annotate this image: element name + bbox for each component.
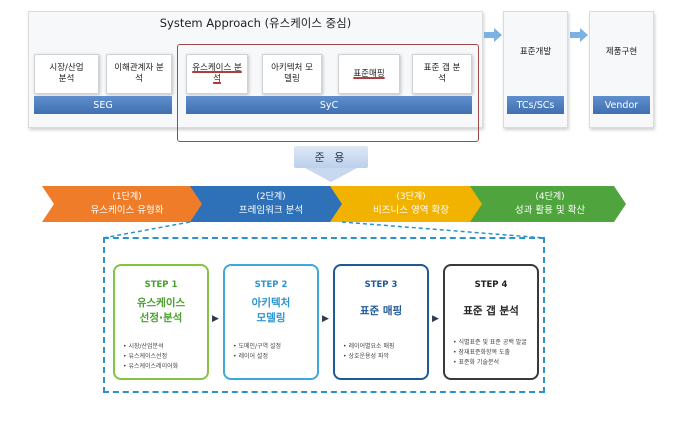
stage-2-chevron [190, 186, 348, 222]
stage-4: (4단계) 성과 활용 및 확산 [484, 186, 616, 222]
apply-label: 준 용 [314, 151, 348, 164]
step-4-card: STEP 4 표준 갭 분석 식별표준 및 표준 공백 발굴 잠재표준화항목 도… [443, 264, 539, 380]
syc-card-mapping-label: 표준매핑 [353, 68, 385, 79]
stage-4-name: 성과 활용 및 확산 [514, 205, 586, 216]
stage-1-chevron [42, 186, 208, 222]
step-1-bullets: 시장/산업분석 유스케이스선정 유스케이스레이어화 [123, 342, 209, 372]
stage-3-step: (3단계) [396, 192, 426, 202]
vendor-title: 제품구현 [605, 47, 638, 57]
step-2-bullets: 도메인/구역 설정 레이어 설정 [233, 342, 319, 362]
syc-card-gap: 표준 갭 분석 [412, 54, 472, 94]
step-2-title-line-2: 모델링 [256, 312, 286, 324]
down-arrow-icon [305, 168, 357, 182]
step-2-bullet: 도메인/구역 설정 [233, 342, 319, 352]
seg-card-market: 시장/산업 분석 [34, 54, 99, 94]
step-arrow-icon: ▶ [432, 314, 439, 324]
step-2-title-line-1: 아키텍처 [251, 297, 291, 309]
step-1-title-line-2: 선정·분석 [139, 312, 183, 324]
step-3-number: STEP 3 [364, 280, 398, 290]
step-2-number: STEP 2 [254, 280, 288, 290]
step-3-bullet: 상호운용성 파악 [343, 352, 429, 362]
right-arrow-icon [570, 28, 588, 42]
stage-3-name: 비즈니스 영역 확장 [373, 205, 449, 216]
vendor-panel: 제품구현 Vendor [589, 11, 654, 128]
syc-card-usecase-label: 유스케이스 분석 [192, 63, 242, 84]
stage-4-step: (4단계) [535, 192, 565, 202]
syc-bar-label: SyC [319, 99, 339, 111]
stage-1: (1단계) 유스케이스 유형화 [56, 186, 198, 222]
step-1-bullet: 시장/산업분석 [123, 342, 209, 352]
step-2-card: STEP 2 아키텍처 모델링 도메인/구역 설정 레이어 설정 [223, 264, 319, 380]
right-arrow-icon [484, 28, 502, 42]
step-1-card: STEP 1 유스케이스 선정·분석 시장/산업분석 유스케이스선정 유스케이스… [113, 264, 209, 380]
step-1-number: STEP 1 [144, 280, 178, 290]
stage-2-name: 프레임워크 분석 [238, 205, 304, 216]
step-4-title: 표준 갭 분석 [445, 304, 537, 319]
step-2-title: 아키텍처 모델링 [225, 296, 317, 326]
stage-3: (3단계) 비즈니스 영역 확장 [344, 186, 478, 222]
vendor-bar: Vendor [593, 96, 650, 114]
step-2-bullet: 레이어 설정 [233, 352, 319, 362]
syc-highlight-frame [177, 44, 479, 142]
step-4-bullet: 식별표준 및 표준 공백 발굴 [453, 338, 539, 348]
step-4-bullet: 잠재표준화항목 도출 [453, 348, 539, 358]
tcs-bar: TCs/SCs [507, 96, 564, 114]
syc-card-gap-label: 표준 갭 분석 [423, 63, 461, 84]
stage-4-chevron [470, 186, 626, 222]
stage-2-detail-frame [103, 237, 545, 393]
system-approach-title: System Approach (유스케이스 중심) [159, 16, 352, 30]
syc-card-architecture-label: 아키텍처 모델링 [271, 63, 313, 84]
seg-card-stakeholder-label: 이해관계자 분석 [114, 63, 164, 84]
step-3-bullet: 레이어별요소 매핑 [343, 342, 429, 352]
stage-2-step: (2단계) [256, 192, 286, 202]
tcs-title: 표준개발 [519, 47, 552, 57]
step-3-card: STEP 3 표준 매핑 레이어별요소 매핑 상호운용성 파악 [333, 264, 429, 380]
stage-2: (2단계) 프레임워크 분석 [204, 186, 338, 222]
stage-3-chevron [330, 186, 488, 222]
step-1-bullet: 유스케이스선정 [123, 352, 209, 362]
syc-bar: SyC [186, 96, 472, 114]
step-4-number: STEP 4 [474, 280, 508, 290]
syc-card-usecase: 유스케이스 분석 [186, 54, 248, 94]
step-4-title-line-1: 표준 갭 분석 [463, 305, 519, 317]
apply-label-box: 준 용 [294, 146, 368, 168]
seg-card-stakeholder: 이해관계자 분석 [106, 54, 172, 94]
seg-bar-label: SEG [93, 99, 113, 111]
step-1-bullet: 유스케이스레이어화 [123, 362, 209, 372]
step-4-bullet: 표준화 기술분석 [453, 358, 539, 368]
tcs-bar-label: TCs/SCs [516, 99, 555, 111]
stage-1-step: (1단계) [112, 192, 142, 202]
syc-card-mapping: 표준매핑 [338, 54, 400, 94]
seg-card-market-label: 시장/산업 분석 [49, 63, 84, 84]
step-1-title-line-1: 유스케이스 [136, 297, 186, 309]
seg-bar: SEG [34, 96, 172, 114]
step-3-bullets: 레이어별요소 매핑 상호운용성 파악 [343, 342, 429, 362]
vendor-bar-label: Vendor [604, 99, 639, 111]
step-3-title: 표준 매핑 [335, 304, 427, 319]
step-arrow-icon: ▶ [212, 314, 219, 324]
syc-card-architecture: 아키텍처 모델링 [262, 54, 322, 94]
step-3-title-line-1: 표준 매핑 [359, 305, 403, 317]
step-arrow-icon: ▶ [322, 314, 329, 324]
step-4-bullets: 식별표준 및 표준 공백 발굴 잠재표준화항목 도출 표준화 기술분석 [453, 338, 539, 368]
stage-1-name: 유스케이스 유형화 [90, 205, 164, 216]
tcs-panel: 표준개발 TCs/SCs [503, 11, 568, 128]
step-1-title: 유스케이스 선정·분석 [115, 296, 207, 326]
